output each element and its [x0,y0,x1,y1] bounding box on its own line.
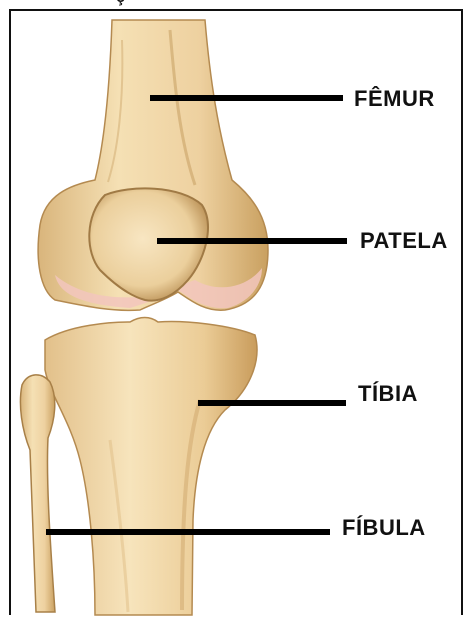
femur-label: FÊMUR [354,86,435,112]
tibia-bone [45,318,257,616]
fibula-label: FÍBULA [342,515,426,541]
patela-label: PATELA [360,228,448,254]
tibia-label: TÍBIA [358,381,418,407]
fibula-bone [20,375,55,612]
